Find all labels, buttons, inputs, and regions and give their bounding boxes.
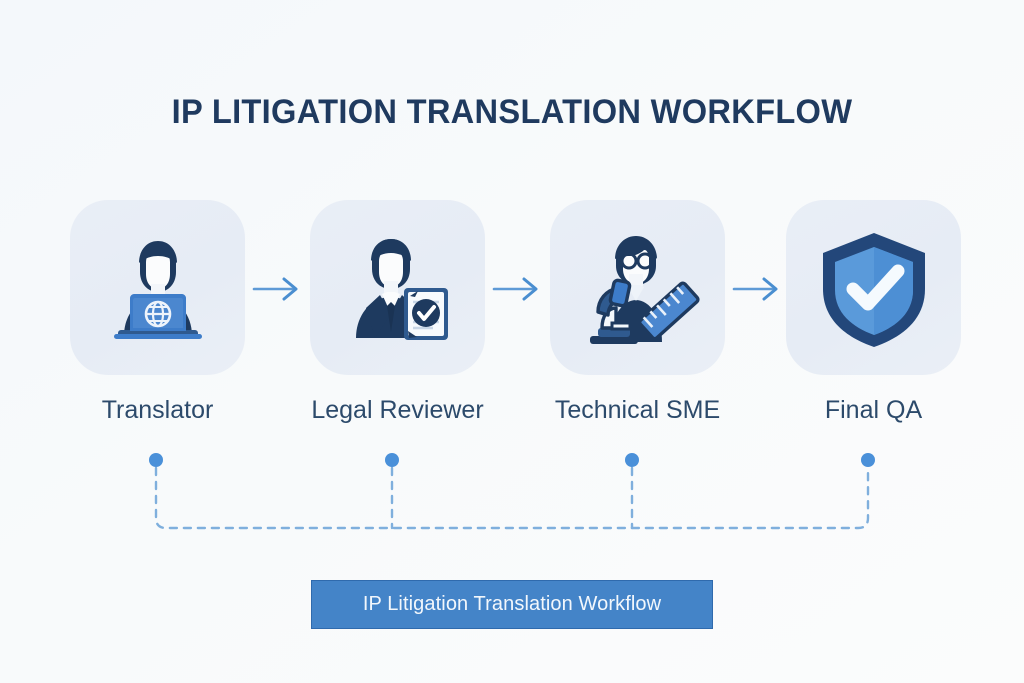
workflow-banner-label: IP Litigation Translation Workflow [362, 593, 662, 615]
step-label-technical-sme: Technical SME [554, 396, 721, 424]
workflow-step-technical-sme[interactable]: Technical SME [550, 200, 725, 424]
workflow-step-translator[interactable]: Translator [70, 200, 245, 424]
connector-dot-legal-reviewer [385, 453, 399, 467]
arrow-right-icon-3 [732, 276, 786, 302]
page-title: IP LITIGATION TRANSLATION WORKFLOW [171, 93, 853, 131]
step-card-translator [70, 200, 245, 375]
workflow-step-legal-reviewer[interactable]: Legal Reviewer [310, 200, 485, 424]
workflow-connector-lines [0, 440, 1024, 550]
connector-dot-final-qa [861, 453, 875, 467]
arrow-right-icon-2 [492, 276, 546, 302]
workflow-banner[interactable]: IP Litigation Translation Workflow [311, 580, 713, 629]
workflow-step-final-qa[interactable]: Final QA [786, 200, 961, 424]
technical-sme-microscope-ruler-icon [589, 235, 700, 344]
step-card-technical-sme [550, 200, 725, 375]
step-card-legal-reviewer [310, 200, 485, 375]
step-label-translator: Translator [101, 396, 214, 424]
step-card-final-qa [786, 200, 961, 375]
arrow-right-icon-1 [252, 276, 306, 302]
step-label-legal-reviewer: Legal Reviewer [311, 396, 484, 424]
connector-dot-technical-sme [625, 453, 639, 467]
translator-laptop-globe-icon [113, 240, 202, 339]
step-label-final-qa: Final QA [824, 396, 923, 424]
final-qa-shield-check-icon [822, 232, 925, 347]
connector-dot-translator [149, 453, 163, 467]
legal-reviewer-document-check-icon [355, 238, 448, 340]
